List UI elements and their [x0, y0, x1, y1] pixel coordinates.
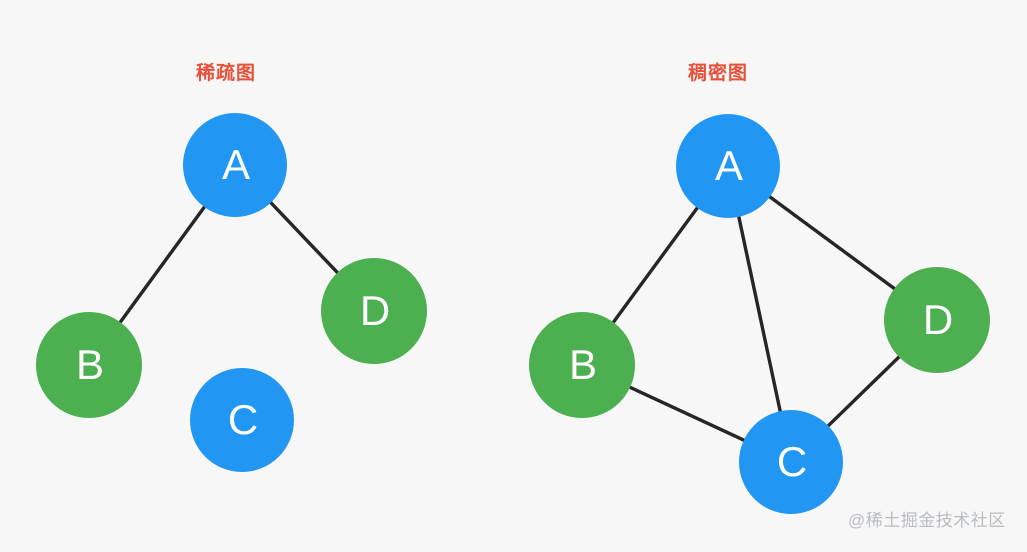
- node-circle-D[interactable]: [884, 267, 990, 373]
- graph-node-sparse-D[interactable]: D: [321, 258, 427, 364]
- graph-edge-sparse-AD: [268, 200, 340, 275]
- graph-node-sparse-A[interactable]: A: [183, 113, 287, 217]
- node-label-A: A: [222, 141, 250, 188]
- graph-node-sparse-C[interactable]: C: [190, 368, 294, 472]
- node-circle-A[interactable]: [183, 113, 287, 217]
- node-circle-B[interactable]: [529, 312, 635, 418]
- node-circle-D[interactable]: [321, 258, 427, 364]
- node-label-A: A: [715, 142, 743, 189]
- node-label-B: B: [76, 341, 104, 388]
- watermark-text: @稀土掘金技术社区: [848, 511, 1006, 530]
- node-circle-C[interactable]: [739, 410, 843, 514]
- node-label-B: B: [569, 341, 597, 388]
- graph-edge-dense-CD: [826, 355, 901, 428]
- node-circle-C[interactable]: [190, 368, 294, 472]
- node-label-D: D: [923, 296, 953, 343]
- nodes-layer: A B C D A B C D: [36, 113, 990, 514]
- sparse-graph-title: 稀疏图: [196, 63, 257, 84]
- node-circle-A[interactable]: [676, 114, 780, 218]
- dense-graph-title: 稠密图: [688, 63, 749, 84]
- node-circle-B[interactable]: [36, 312, 142, 418]
- edges-layer: [118, 194, 901, 443]
- graph-edge-sparse-AB: [118, 205, 207, 325]
- graph-edge-dense-AC: [736, 215, 783, 413]
- graph-edge-dense-AB: [611, 206, 700, 325]
- graph-node-dense-B[interactable]: B: [529, 312, 635, 418]
- graph-node-dense-C[interactable]: C: [739, 410, 843, 514]
- graph-edge-dense-AD: [768, 194, 897, 291]
- graph-node-dense-A[interactable]: A: [676, 114, 780, 218]
- graph-edge-dense-BC: [628, 385, 746, 443]
- node-label-C: C: [228, 396, 258, 443]
- node-label-D: D: [360, 287, 390, 334]
- node-label-C: C: [777, 438, 807, 485]
- graph-node-sparse-B[interactable]: B: [36, 312, 142, 418]
- graph-node-dense-D[interactable]: D: [884, 267, 990, 373]
